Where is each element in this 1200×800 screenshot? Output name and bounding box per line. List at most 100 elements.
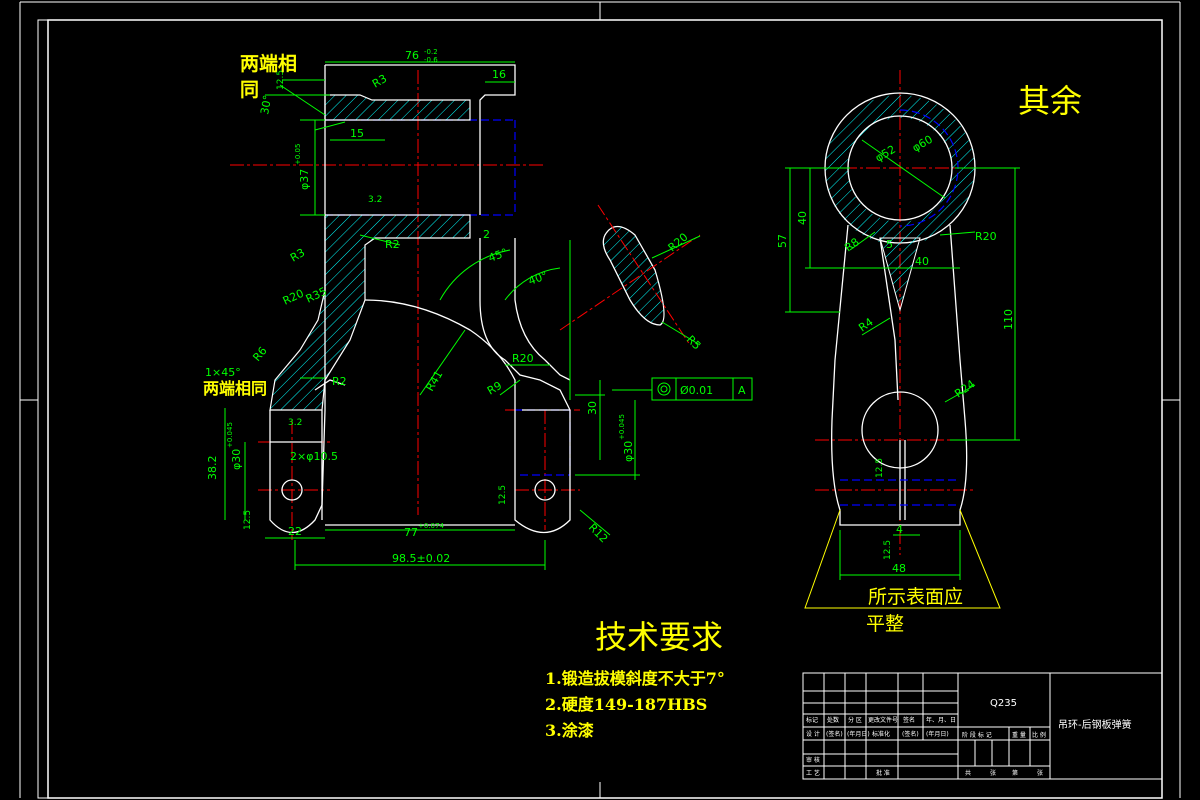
note-same-both-ends-top: 两端相 bbox=[240, 52, 297, 75]
dim-s-r20: R20 bbox=[975, 230, 997, 243]
dim-r41: R41 bbox=[423, 368, 445, 393]
dim-r2b: R2 bbox=[332, 375, 347, 388]
dim-s-r4: R4 bbox=[856, 315, 875, 334]
dim-s-4: 4 bbox=[896, 523, 903, 536]
note-same-both-ends-left: 两端相同 bbox=[203, 379, 267, 398]
drawing-frame bbox=[19, 1, 1181, 799]
side-view bbox=[785, 70, 1020, 609]
tb-r2-c1: (签名) bbox=[826, 730, 843, 738]
tb-sheets-1: 张 bbox=[990, 769, 996, 777]
dim-s-40b: 40 bbox=[915, 255, 929, 268]
dim-30a: φ30 bbox=[230, 449, 243, 470]
dim-30-tol-b: +0.045 bbox=[618, 414, 626, 440]
tb-sheets-3: 张 bbox=[1037, 769, 1043, 777]
dim-37: φ37 bbox=[298, 169, 311, 190]
dim-r20c: R20 bbox=[666, 230, 691, 254]
front-dimension-labels: 76 -0.2 -0.6 16 15 φ37 +0.05 30° R3 R3 R… bbox=[205, 48, 746, 565]
tb-r2-c2: (年月日) bbox=[847, 730, 870, 738]
flatness-callout bbox=[804, 509, 1001, 609]
dim-s-57: 57 bbox=[776, 234, 789, 248]
dim-77-tol: +0.074 bbox=[418, 522, 444, 530]
dim-s-r24: R24 bbox=[952, 377, 977, 400]
annotations: 两端相 同 两端相同 其余 所示表面应 平整 bbox=[203, 52, 1082, 635]
tb-sheets-2: 第 bbox=[1012, 769, 1018, 777]
dim-r2a: R2 bbox=[385, 238, 400, 251]
tech-title: 技术要求 bbox=[595, 618, 723, 656]
dim-r9: R9 bbox=[485, 379, 504, 398]
dim-76-tol-up: -0.2 bbox=[424, 48, 438, 56]
dim-76: 76 bbox=[405, 49, 419, 62]
tb-r4-c1: 批 准 bbox=[876, 769, 890, 777]
roughness-125-c: 12.5 bbox=[498, 485, 508, 505]
tb-material: Q235 bbox=[990, 698, 1017, 709]
dim-r20b: R20 bbox=[512, 352, 534, 365]
front-view bbox=[224, 61, 753, 570]
tb-r2-c3: 标准化 bbox=[872, 730, 890, 738]
tb-r1-c1: 处数 bbox=[827, 716, 839, 724]
dim-30c: 30 bbox=[586, 401, 599, 415]
tb-sheets-0: 共 bbox=[965, 769, 971, 777]
dim-2x105: 2×φ10.5 bbox=[290, 450, 338, 463]
dim-76-tol-dn: -0.6 bbox=[424, 56, 438, 64]
dim-15: 15 bbox=[350, 127, 364, 140]
dim-r3b: R3 bbox=[288, 246, 307, 265]
tb-stage-0: 阶 段 标 记 bbox=[962, 731, 992, 739]
title-block bbox=[802, 672, 1163, 780]
dim-30-tol-a: +0.045 bbox=[226, 422, 234, 448]
note-surface-flat-1: 所示表面应 bbox=[868, 586, 963, 608]
dim-16: 16 bbox=[492, 68, 506, 81]
dim-s-d60: φ60 bbox=[910, 133, 935, 155]
dim-s-48: 48 bbox=[892, 562, 906, 575]
tb-r1-c3: 更改文件号 bbox=[868, 716, 898, 724]
tech-item-2: 2.硬度149-187HBS bbox=[545, 695, 707, 714]
dim-r3a: R3 bbox=[370, 72, 389, 91]
title-block-text: Q235 吊环-后钢板弹簧 标记 处数 分 区 更改文件号 签名 年、月、日 设… bbox=[806, 698, 1132, 777]
tech-item-3: 3.涂漆 bbox=[545, 721, 594, 740]
dim-985: 98.5±0.02 bbox=[392, 552, 450, 565]
roughness-32-b: 3.2 bbox=[288, 418, 302, 428]
dim-s-40a: 40 bbox=[796, 211, 809, 225]
dim-r5: R5 bbox=[684, 333, 704, 353]
tech-item-1: 1.锻造拔模斜度不大于7° bbox=[545, 669, 725, 688]
dim-s-5: 5 bbox=[886, 238, 893, 251]
tb-r1-c4: 签名 bbox=[903, 716, 915, 724]
tb-r1-c5: 年、月、日 bbox=[926, 716, 956, 724]
roughness-125-d: 12.5 bbox=[875, 458, 885, 478]
dim-77: 77 bbox=[404, 526, 418, 539]
dim-s-110: 110 bbox=[1002, 309, 1015, 330]
dim-2: 2 bbox=[483, 228, 490, 241]
dim-40deg: 40° bbox=[527, 269, 550, 288]
dim-s-d52: φ52 bbox=[873, 143, 898, 165]
tb-r2-c0: 设 计 bbox=[806, 730, 820, 738]
dim-22: 22 bbox=[288, 525, 302, 538]
roughness-125-e: 12.5 bbox=[883, 540, 893, 560]
tb-r4-c0: 工 艺 bbox=[806, 769, 820, 777]
tb-part-name: 吊环-后钢板弹簧 bbox=[1058, 718, 1132, 731]
dim-r20a: R20 bbox=[281, 287, 306, 308]
dim-r12: R12 bbox=[586, 521, 610, 545]
roughness-32-a: 3.2 bbox=[368, 195, 382, 205]
roughness-125-b: 12.5 bbox=[243, 510, 253, 530]
dim-45deg: 45° bbox=[487, 246, 510, 265]
dim-r6: R6 bbox=[250, 344, 269, 364]
note-same-both-ends-top-2: 同 bbox=[240, 79, 259, 101]
tb-r2-c5: (年月日) bbox=[926, 730, 949, 738]
technical-requirements: 技术要求 1.锻造拔模斜度不大于7° 2.硬度149-187HBS 3.涂漆 bbox=[545, 618, 725, 740]
note-remaining: 其余 bbox=[1018, 82, 1082, 120]
tb-r1-c2: 分 区 bbox=[848, 716, 862, 724]
dim-37-tol: +0.05 bbox=[294, 144, 302, 165]
dim-30b: φ30 bbox=[622, 441, 635, 462]
tb-stage-1: 重 量 bbox=[1012, 731, 1026, 739]
tb-r1-c0: 标记 bbox=[806, 716, 818, 724]
tb-stage-2: 比 例 bbox=[1032, 731, 1046, 739]
dim-30deg: 30° bbox=[258, 94, 274, 115]
fcf-ref: A bbox=[738, 384, 746, 397]
tb-r3-c0: 审 核 bbox=[806, 756, 820, 764]
tb-r2-c4: (签名) bbox=[902, 730, 919, 738]
roughness-125-a: 12.5 bbox=[276, 70, 286, 90]
note-surface-flat-2: 平整 bbox=[866, 613, 904, 635]
dim-chamfer: 1×45° bbox=[205, 366, 241, 379]
fcf-value: Ø0.01 bbox=[680, 384, 713, 397]
dim-38: 38.2 bbox=[206, 456, 219, 481]
